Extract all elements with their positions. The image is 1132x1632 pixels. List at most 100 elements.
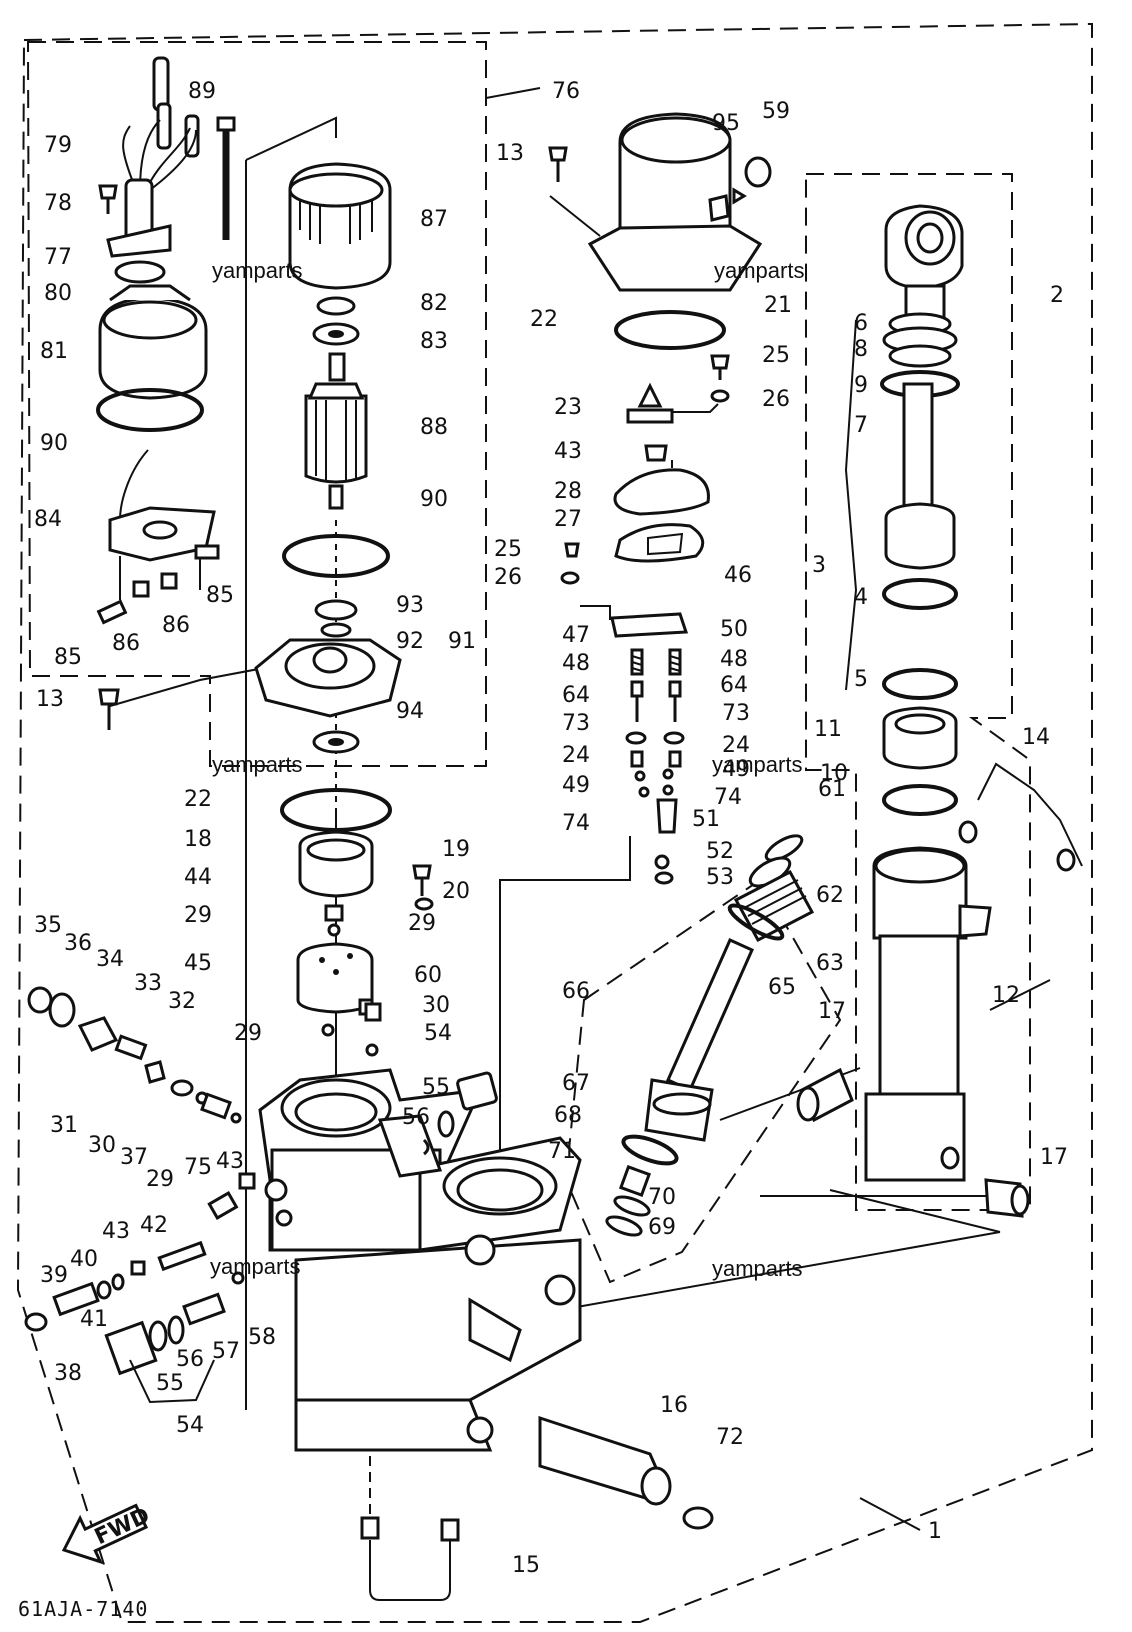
fwd-arrow-icon: FWD [61,1503,154,1565]
part-number-label: 46 [724,563,752,588]
watermark-text: yamparts [212,258,302,283]
part-number-label: 19 [442,837,470,862]
valve-stack-group [280,788,434,1057]
left-fittings-group [24,986,256,1404]
part-number-label: 62 [816,883,844,908]
part-number-label: 16 [660,1393,688,1418]
part-number-label: 17 [1040,1145,1068,1170]
part-number-label: 26 [762,387,790,412]
part-number-label: 55 [422,1075,450,1100]
part-number-label: 52 [706,839,734,864]
part-number-label: 65 [768,975,796,1000]
part-number-label: 57 [212,1339,240,1364]
part-number-label: 55 [156,1371,184,1396]
part-number-label: 43 [216,1149,244,1174]
part-number-label: 8 [854,337,868,362]
part-number-label: 84 [34,507,62,532]
part-number-label: 50 [720,617,748,642]
diagram-code: 61AJA-7140 [18,1597,148,1621]
part-number-label: 3 [812,553,826,578]
part-number-label: 43 [554,439,582,464]
part-number-label: 33 [134,971,162,996]
o-ring-90b [282,534,390,578]
part-number-label: 95 [712,111,740,136]
watermarks: yamparts yamparts yamparts yamparts yamp… [210,258,804,1281]
part-number-label: 48 [562,651,590,676]
o-ring-22-lower [280,788,392,832]
part-number-label: 90 [40,431,68,456]
part-number-label: 30 [88,1133,116,1158]
part-number-label: 37 [120,1145,148,1170]
part-number-label: 58 [248,1325,276,1350]
part-number-label: 21 [764,293,792,318]
part-number-label: 79 [44,133,72,158]
part-number-label: 74 [562,811,590,836]
part-number-label: 80 [44,281,72,306]
terminal-part [152,56,170,112]
part-number-label: 7 [854,413,868,438]
part-number-label: 28 [554,479,582,504]
part-number-label: 10 [820,761,848,786]
part-number-label: 22 [530,307,558,332]
part-number-label: 25 [762,343,790,368]
part-number-label: 1 [928,1519,942,1544]
part-number-label: 90 [420,487,448,512]
part-number-label: 83 [420,329,448,354]
armature-88 [304,394,368,484]
motor-group [96,56,236,625]
watermark-text: yamparts [212,752,302,777]
part-number-label: 29 [146,1167,174,1192]
part-number-label: 85 [206,583,234,608]
pump-housing-group [258,1068,582,1452]
part-number-label: 34 [96,947,124,972]
part-number-label: 60 [414,963,442,988]
part-number-label: 76 [552,79,580,104]
part-number-label: 61 [818,777,846,802]
watermark-text: yamparts [712,1256,802,1281]
part-number-label: 24 [562,743,590,768]
part-number-label: 30 [422,993,450,1018]
part-number-label: 43 [102,1219,130,1244]
part-number-label: 71 [548,1139,576,1164]
part-number-label: 29 [184,903,212,928]
part-number-label: 56 [402,1105,430,1130]
part-number-label: 64 [562,683,590,708]
piston-group [605,834,815,1237]
part-number-label: 63 [816,951,844,976]
part-number-label: 14 [1022,725,1050,750]
part-number-label: 18 [184,827,212,852]
part-number-label: 23 [554,395,582,420]
part-number-label: 53 [706,865,734,890]
watermark-text: yamparts [712,752,802,777]
part-number-label: 45 [184,951,212,976]
part-number-label: 74 [714,785,742,810]
part-number-label: 88 [420,415,448,440]
part-number-label: 73 [562,711,590,736]
part-number-label: 38 [54,1361,82,1386]
part-number-label: 92 [396,629,424,654]
part-number-label: 27 [554,507,582,532]
part-number-label: 13 [496,141,524,166]
part-number-label: 17 [818,999,846,1024]
part-number-label: 26 [494,565,522,590]
part-number-label: 56 [176,1347,204,1372]
part-number-label: 85 [54,645,82,670]
part-number-label: 12 [992,983,1020,1008]
watermark-text: yamparts [714,258,804,283]
part-number-label: 67 [562,1071,590,1096]
o-ring-22-upper [614,310,726,350]
part-number-label: 2 [1050,283,1064,308]
part-number-label: 73 [722,701,750,726]
motor-center-group [98,162,402,754]
part-number-label: 69 [648,1215,676,1240]
part-number-label: 9 [854,373,868,398]
part-number-label: 35 [34,913,62,938]
part-number-label: 48 [720,647,748,672]
part-number-label: 13 [36,687,64,712]
part-number-label: 64 [720,673,748,698]
part-number-label: 4 [854,585,868,610]
part-number-label: 91 [448,629,476,654]
tilt-cylinder-group [796,204,1083,1218]
part-number-label: 54 [176,1413,204,1438]
part-number-label: 94 [396,699,424,724]
